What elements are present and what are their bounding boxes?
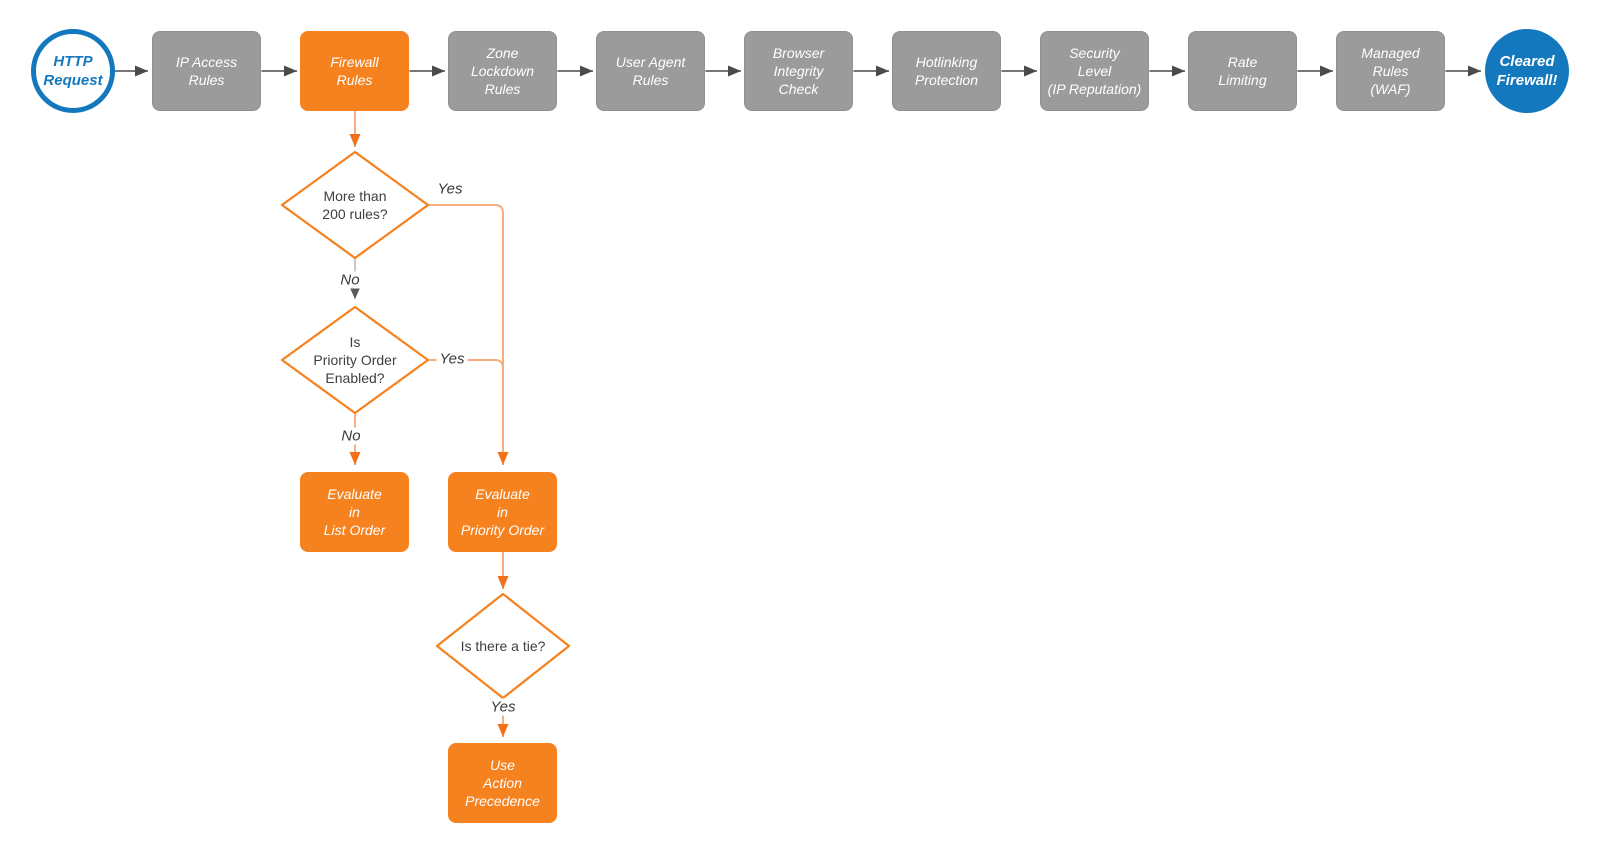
edge-label-yes-priority-order-enabled: Yes — [436, 350, 468, 368]
stage-firewall-rules: Firewall Rules — [300, 31, 409, 111]
edge-label-yes-is-there-a-tie: Yes — [487, 698, 519, 716]
stage-zone-lockdown-rules: Zone Lockdown Rules — [448, 31, 557, 111]
start-node-http-request: HTTP Request — [31, 29, 115, 113]
edge-label-no-priority-order-enabled: No — [338, 427, 364, 445]
action-evaluate-in-list-order: Evaluate in List Order — [300, 472, 409, 552]
decision-diamond-more-than-200-rules — [280, 150, 430, 260]
stage-security-level-ip-reputation: Security Level (IP Reputation) — [1040, 31, 1149, 111]
decision-diamond-is-there-a-tie — [435, 592, 571, 700]
end-node-cleared-firewall: Cleared Firewall! — [1485, 29, 1569, 113]
decision-label-is-there-a-tie: Is there a tie? — [460, 638, 546, 654]
edge-label-no-more-than-200-rules: No — [337, 271, 363, 289]
action-evaluate-in-priority-order: Evaluate in Priority Order — [448, 472, 557, 552]
stage-rate-limiting: Rate Limiting — [1188, 31, 1297, 111]
stage-ip-access-rules: IP Access Rules — [152, 31, 261, 111]
edge-yes-200-rules-to-priority-order — [428, 204, 509, 465]
action-use-action-precedence: Use Action Precedence — [448, 743, 557, 823]
decision-label-priority-order-enabled: Is Priority Order Enabled? — [313, 334, 397, 386]
stage-user-agent-rules: User Agent Rules — [596, 31, 705, 111]
decision-label-more-than-200-rules: More than 200 rules? — [322, 188, 388, 222]
edge-yes-priority-enabled-join — [428, 359, 504, 369]
decision-diamond-priority-order-enabled — [280, 305, 430, 415]
stage-managed-rules-waf: Managed Rules (WAF) — [1336, 31, 1445, 111]
edge-label-yes-more-than-200-rules: Yes — [437, 180, 463, 198]
stage-browser-integrity-check: Browser Integrity Check — [744, 31, 853, 111]
stage-hotlinking-protection: Hotlinking Protection — [892, 31, 1001, 111]
